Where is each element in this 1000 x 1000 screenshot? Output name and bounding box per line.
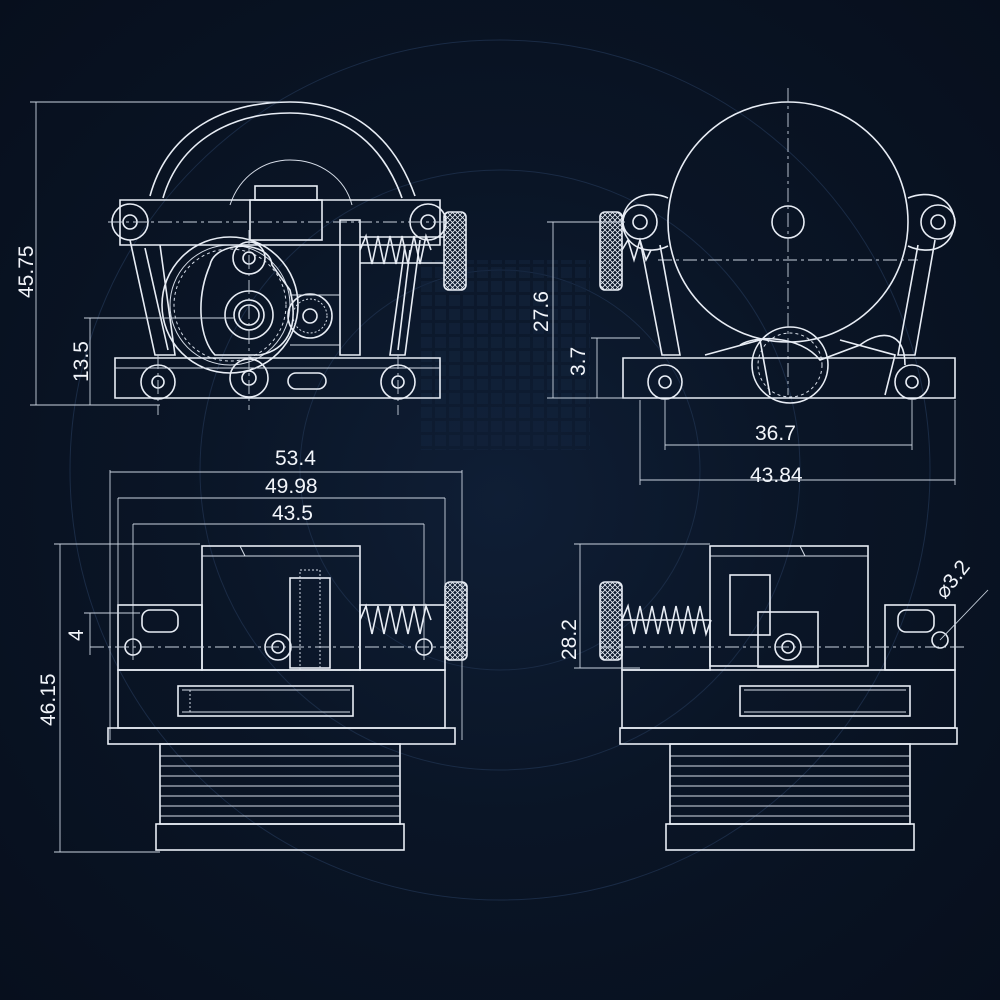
top-view xyxy=(54,470,468,853)
dim-top-total-height: 46.15 xyxy=(37,673,60,726)
motor-housing-arc xyxy=(149,101,416,197)
dim-top-body-width: 49.98 xyxy=(265,475,318,498)
dim-rear-outer-width: 43.84 xyxy=(750,464,803,487)
dim-front-shaft: 13.5 xyxy=(70,341,93,382)
rear-gear xyxy=(751,326,829,404)
dim-rear-inner-width: 36.7 xyxy=(755,422,796,445)
side-knob xyxy=(599,581,623,661)
front-knob xyxy=(443,211,467,291)
front-spring xyxy=(359,233,445,265)
dim-side-height: 28.2 xyxy=(558,619,581,660)
dim-hole-diameter: ⌀3.2 xyxy=(931,556,975,603)
top-frame xyxy=(119,199,441,246)
dim-top-hole-spacing: 43.5 xyxy=(272,502,313,525)
front-base xyxy=(114,357,441,399)
dim-rear-height: 27.6 xyxy=(530,291,553,332)
front-view xyxy=(30,101,467,415)
background-decoration xyxy=(69,39,931,901)
rear-view xyxy=(547,88,956,485)
dim-top-hole-offset: 4 xyxy=(65,629,88,641)
front-large-gear xyxy=(161,236,299,374)
side-body xyxy=(709,545,869,667)
front-small-gear xyxy=(287,293,333,339)
dim-top-overall-width: 53.4 xyxy=(275,447,316,470)
dim-rear-offset: 3.7 xyxy=(567,347,590,376)
rear-knob xyxy=(599,211,623,291)
dim-front-height: 45.75 xyxy=(15,245,38,298)
side-view xyxy=(574,543,989,851)
top-knob xyxy=(444,581,468,661)
rear-base xyxy=(622,357,956,399)
